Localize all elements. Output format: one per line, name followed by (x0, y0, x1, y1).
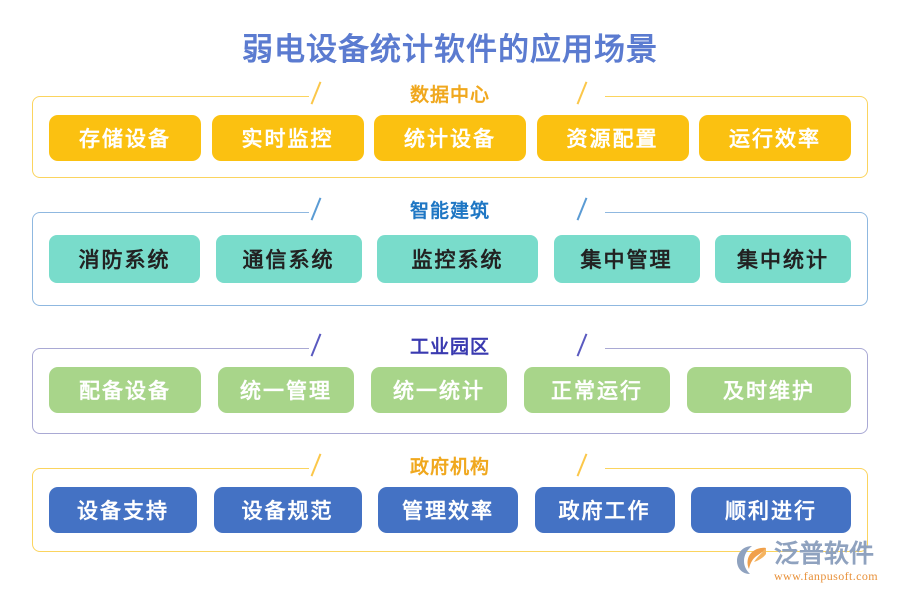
pill-item[interactable]: 实时监控 (211, 115, 364, 161)
pill-item[interactable]: 统一统计 (371, 367, 507, 413)
pill-item[interactable]: 设备支持 (49, 487, 197, 533)
logo-text: 泛普软件 www.fanpusoft.com (774, 542, 878, 582)
caption-border-gap (309, 211, 605, 216)
pill-item[interactable]: 通信系统 (215, 235, 362, 283)
caption-slash-right-icon (576, 333, 588, 357)
caption-slash-right-icon (576, 197, 588, 221)
caption-slash-left-icon (310, 333, 322, 357)
pill-row: 存储设备 实时监控 统计设备 资源配置 运行效率 (33, 115, 867, 161)
pill-row: 设备支持 设备规范 管理效率 政府工作 顺利进行 (33, 487, 867, 533)
section-caption: 数据中心 (33, 80, 867, 107)
pill-item[interactable]: 设备规范 (213, 487, 362, 533)
pill-item[interactable]: 及时维护 (687, 367, 851, 413)
section-caption-text: 政府机构 (383, 452, 516, 479)
pill-item[interactable]: 运行效率 (699, 115, 851, 161)
page-title: 弱电设备统计软件的应用场景 (242, 32, 658, 67)
pill-row: 配备设备 统一管理 统一统计 正常运行 及时维护 (33, 367, 867, 413)
logo-url: www.fanpusoft.com (773, 569, 878, 583)
pill-item[interactable]: 统一管理 (218, 367, 354, 413)
pill-item[interactable]: 政府工作 (534, 487, 675, 533)
pill-item[interactable]: 管理效率 (378, 487, 518, 533)
section-caption: 智能建筑 (33, 196, 867, 223)
brand-logo: 泛普软件 www.fanpusoft.com (736, 542, 878, 588)
pill-item[interactable]: 集中管理 (553, 235, 700, 283)
caption-slash-left-icon (310, 453, 322, 477)
caption-slash-left-icon (310, 197, 322, 221)
section-caption: 工业园区 (33, 332, 867, 359)
pill-item[interactable]: 资源配置 (536, 115, 689, 161)
pill-item[interactable]: 集中统计 (715, 235, 851, 283)
pill-item[interactable]: 统计设备 (374, 115, 526, 161)
section-caption-text: 数据中心 (383, 80, 516, 107)
caption-slash-left-icon (310, 81, 322, 105)
section-industrial-park: 工业园区 配备设备 统一管理 统一统计 正常运行 及时维护 (32, 332, 868, 434)
logo-name: 泛普软件 (773, 541, 874, 568)
pill-item[interactable]: 正常运行 (524, 367, 670, 413)
caption-border-gap (309, 95, 605, 100)
pill-item[interactable]: 配备设备 (49, 367, 201, 413)
caption-border-gap (309, 347, 605, 352)
caption-border-gap (309, 467, 605, 472)
section-data-center: 数据中心 存储设备 实时监控 统计设备 资源配置 运行效率 (32, 80, 868, 178)
pill-item[interactable]: 顺利进行 (691, 487, 851, 533)
pill-item[interactable]: 消防系统 (49, 235, 200, 283)
section-government: 政府机构 设备支持 设备规范 管理效率 政府工作 顺利进行 (32, 452, 868, 552)
pill-row: 消防系统 通信系统 监控系统 集中管理 集中统计 (33, 235, 867, 283)
caption-slash-right-icon (576, 81, 588, 105)
section-caption-text: 智能建筑 (383, 196, 516, 223)
caption-slash-right-icon (576, 453, 588, 477)
pill-item[interactable]: 监控系统 (377, 235, 538, 283)
pill-item[interactable]: 存储设备 (49, 115, 201, 161)
fanpu-swoosh-icon (736, 546, 766, 574)
section-smart-building: 智能建筑 消防系统 通信系统 监控系统 集中管理 集中统计 (32, 196, 868, 306)
section-caption: 政府机构 (33, 452, 867, 479)
section-caption-text: 工业园区 (383, 332, 516, 359)
